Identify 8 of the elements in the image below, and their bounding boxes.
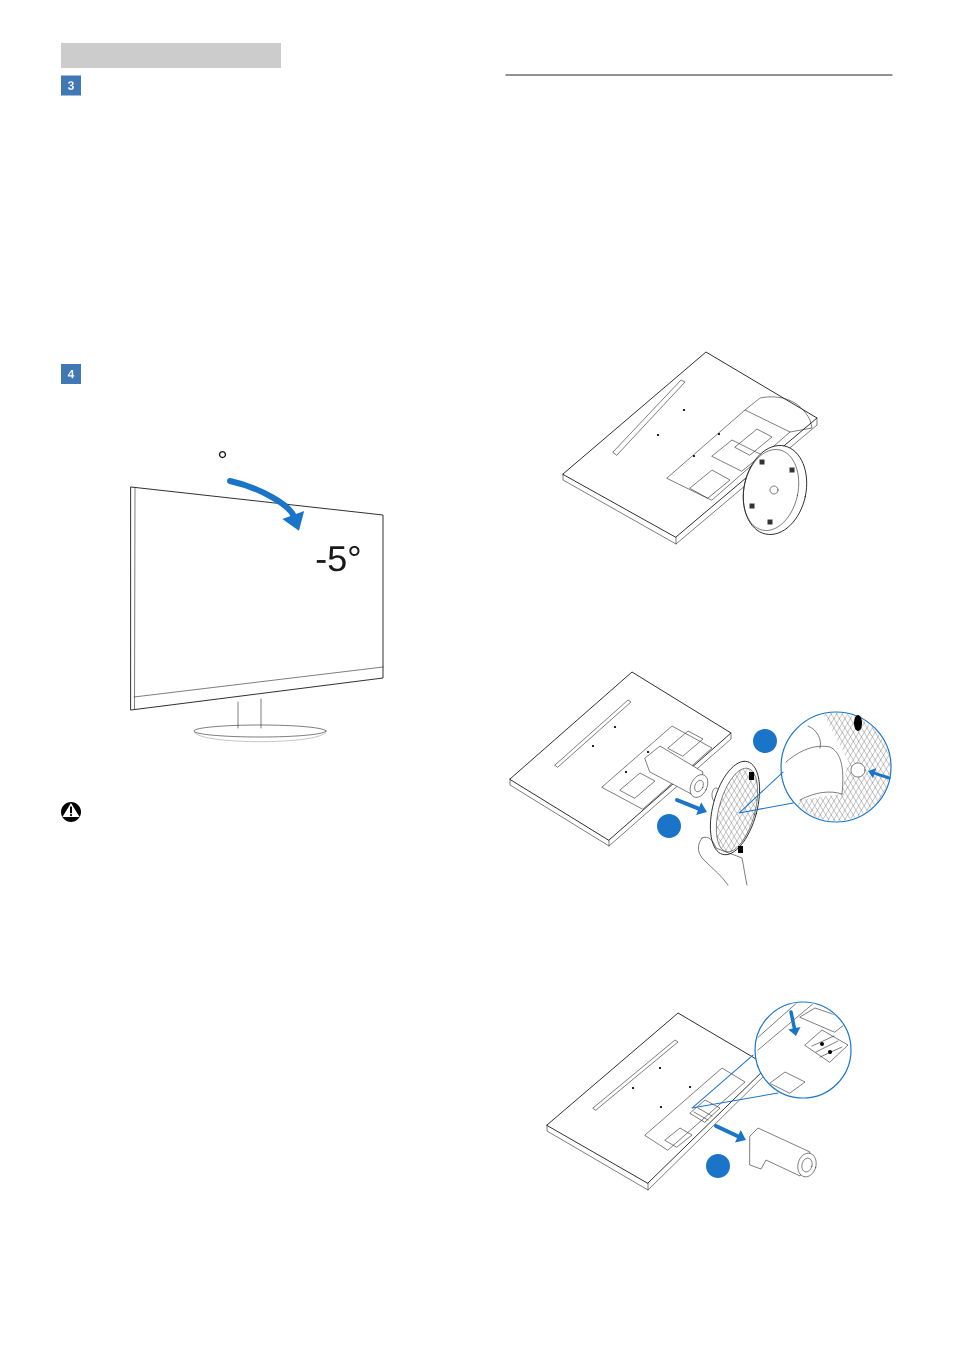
- angle-label: -5°: [316, 545, 360, 572]
- step-badge: 4: [61, 364, 81, 384]
- degree-label: °: [218, 450, 227, 459]
- callout-circle: [657, 814, 681, 838]
- callout-circle: [753, 729, 777, 753]
- callout-circle: [706, 1154, 730, 1178]
- heading-bar: [61, 43, 281, 68]
- step-badge: 3: [61, 75, 81, 96]
